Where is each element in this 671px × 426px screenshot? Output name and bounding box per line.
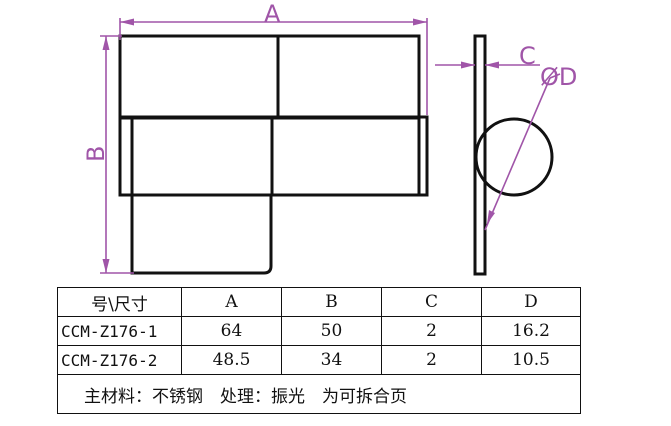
upper-leaf-right-panel: [276, 34, 421, 120]
material-note-row: 主材料：不锈钢 处理：振光 为可拆合页: [57, 374, 581, 414]
value-cell-b: 50: [281, 316, 382, 346]
dimension-c: C: [435, 42, 540, 70]
header-cell-model: 号\尺寸: [57, 287, 182, 317]
value-cell-b: 34: [281, 345, 382, 375]
dimension-label-c: C: [519, 42, 536, 70]
table-row: CCM-Z176-2 48.5 34 2 10.5: [57, 345, 581, 375]
dimension-d: ØD: [484, 63, 577, 231]
knuckle-band-right: [417, 115, 429, 197]
dimension-label-d: ØD: [540, 63, 577, 91]
value-cell-a: 48.5: [181, 345, 282, 375]
value-cell-c: 2: [381, 345, 482, 375]
upper-leaf-left-panel: [118, 34, 280, 120]
value-cell-c: 2: [381, 316, 482, 346]
material-note: 主材料：不锈钢 处理：振光 为可拆合页: [57, 374, 581, 414]
spec-table: 号\尺寸 A B C D CCM-Z176-1 64 50 2 16.2 CCM…: [57, 287, 581, 414]
model-cell: CCM-Z176-2: [57, 345, 182, 375]
value-cell-d: 16.2: [481, 316, 581, 346]
table-header-row: 号\尺寸 A B C D: [57, 287, 581, 317]
knuckle-band-center-right: [270, 115, 421, 197]
header-cell-a: A: [181, 287, 282, 317]
table-row: CCM-Z176-1 64 50 2 16.2: [57, 316, 581, 346]
lower-leaf-panel: [130, 195, 273, 275]
value-cell-a: 64: [181, 316, 282, 346]
dimension-label-a: A: [264, 0, 281, 28]
dimension-b: B: [82, 35, 134, 274]
dimension-a: A: [119, 0, 428, 115]
model-cell: CCM-Z176-1: [57, 316, 182, 346]
side-view-knuckle: [474, 117, 554, 197]
header-cell-d: D: [481, 287, 581, 317]
header-cell-b: B: [281, 287, 382, 317]
hinge-side-view: [473, 34, 554, 276]
knuckle-band-center-left: [130, 115, 274, 197]
hinge-technical-drawing: A B C ØD: [82, 0, 577, 276]
dimension-label-b: B: [82, 146, 110, 162]
value-cell-d: 10.5: [481, 345, 581, 375]
knuckle-band-left: [118, 115, 134, 197]
hinge-front-view: [118, 34, 429, 275]
header-cell-c: C: [381, 287, 482, 317]
